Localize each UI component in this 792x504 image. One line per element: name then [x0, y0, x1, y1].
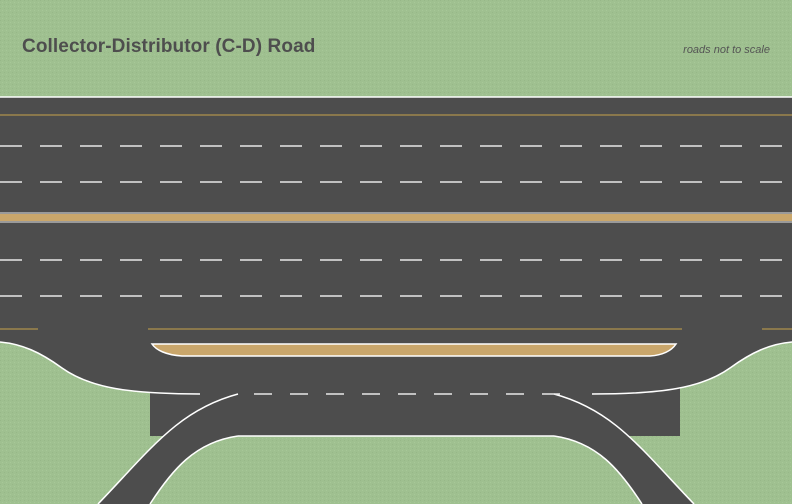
left-ramp-pavement	[98, 394, 238, 504]
right-ramp-pavement	[554, 394, 694, 504]
left-diverge-edge	[0, 341, 201, 395]
page-title: Collector-Distributor (C-D) Road	[22, 36, 316, 57]
left-ramp-inner-edge	[149, 435, 239, 504]
median-strip	[0, 214, 792, 221]
right-merge-edge	[591, 341, 792, 395]
right-ramp-edge	[553, 393, 695, 504]
left-ramp-edge	[97, 393, 239, 504]
right-ramp-inner-edge	[553, 435, 643, 504]
scale-note: roads not to scale	[683, 44, 770, 56]
separator-island	[150, 343, 678, 357]
